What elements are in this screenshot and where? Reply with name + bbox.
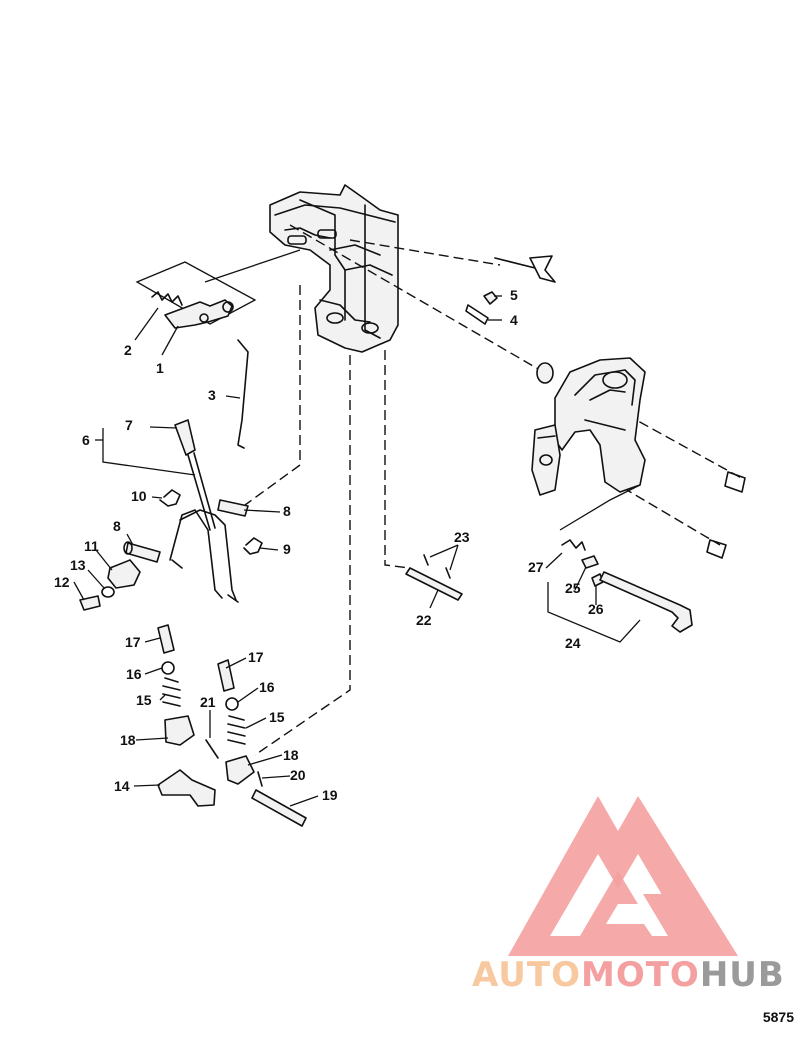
swivel-bracket	[269, 184, 399, 353]
shift-rod-centerline	[244, 285, 301, 506]
detail-leader-lower	[559, 484, 641, 531]
transom-clamp-bracket	[531, 357, 646, 496]
spring-part-27	[561, 539, 586, 551]
callout-23: 23	[454, 529, 470, 545]
callout-16-left: 16	[126, 666, 142, 682]
clamp-bolt-1	[724, 471, 746, 493]
pin-part-21	[205, 739, 219, 759]
automotohub-watermark: AUTOMOTOHUB	[472, 796, 785, 995]
callout-14: 14	[114, 778, 130, 794]
callout-25: 25	[565, 580, 581, 596]
callout-8-lower: 8	[113, 518, 121, 534]
bolt-centerline-upper	[349, 239, 501, 266]
callout-numbers: 1 2 3 4 5 6 7 8 8 9 10 11 12 13 14 15 15…	[54, 287, 604, 803]
screw-part-12	[79, 595, 101, 611]
pivot-bolt	[465, 304, 489, 325]
leader-lines	[73, 295, 597, 807]
callout-4: 4	[510, 312, 518, 328]
watermark-text-hub: HUB	[700, 955, 785, 995]
callout-13: 13	[70, 557, 86, 573]
spring-part-10	[159, 489, 181, 507]
callout-17-right: 17	[248, 649, 264, 665]
arm-part-14	[157, 769, 216, 807]
bushing-part-8	[217, 499, 249, 517]
figure-number: 5875	[762, 1009, 794, 1025]
watermark-triangle-logo	[508, 796, 738, 956]
spring-part-9	[243, 537, 263, 555]
callout-19: 19	[322, 787, 338, 803]
pivot-nut	[483, 291, 498, 305]
watermark-text-auto: AUTO	[472, 955, 581, 995]
pin-part-8-lower	[125, 542, 161, 563]
callout-7: 7	[125, 417, 133, 433]
callout-6: 6	[82, 432, 90, 448]
rod-part-19	[251, 789, 307, 827]
rod-part-3	[237, 339, 249, 449]
svg-text:AUTOMOTOHUB: AUTOMOTOHUB	[472, 955, 785, 995]
lower-centerline	[254, 355, 351, 756]
lower-right-plunger	[217, 659, 255, 785]
block-part-11	[107, 559, 141, 589]
callout-22: 22	[416, 612, 432, 628]
pin-part-20	[257, 771, 263, 787]
callout-24: 24	[565, 635, 581, 651]
callout-5: 5	[510, 287, 518, 303]
watermark-text-moto: MOTO	[581, 955, 700, 995]
detail-leader-upper	[204, 249, 301, 283]
callout-15-left: 15	[136, 692, 152, 708]
washer-part-25	[581, 555, 599, 569]
clamp-bolt-line-1	[599, 399, 746, 481]
callout-10: 10	[131, 488, 147, 504]
pivot-centerline	[289, 224, 541, 371]
clamp-bolt-2	[706, 539, 727, 559]
lower-left-plunger	[157, 624, 195, 746]
callout-11: 11	[84, 538, 99, 554]
callout-18-right: 18	[283, 747, 299, 763]
callout-bracket-6	[102, 428, 196, 476]
rod-part-24	[599, 571, 693, 633]
callout-1: 1	[156, 360, 164, 376]
clip-part-23	[423, 554, 451, 579]
callout-15-right: 15	[269, 709, 285, 725]
callout-26: 26	[588, 601, 604, 617]
callout-12: 12	[54, 574, 70, 590]
upper-wing-bolt	[494, 255, 556, 283]
callout-21: 21	[200, 694, 216, 710]
callout-bracket-24	[547, 582, 641, 643]
callout-8-upper: 8	[283, 503, 291, 519]
cam-pin-centerline	[384, 350, 411, 569]
callout-20: 20	[290, 767, 306, 783]
callout-3: 3	[208, 387, 216, 403]
callout-9: 9	[283, 541, 291, 557]
clamp-washer	[536, 362, 554, 384]
pin-part-22	[405, 567, 463, 601]
callout-16-right: 16	[259, 679, 275, 695]
callout-2: 2	[124, 342, 132, 358]
callout-17-left: 17	[125, 634, 141, 650]
washer-part-13	[101, 586, 115, 598]
callout-18-left: 18	[120, 732, 136, 748]
spring-part-2	[151, 291, 183, 306]
callout-27: 27	[528, 559, 544, 575]
tilt-handle-assembly	[169, 419, 239, 603]
